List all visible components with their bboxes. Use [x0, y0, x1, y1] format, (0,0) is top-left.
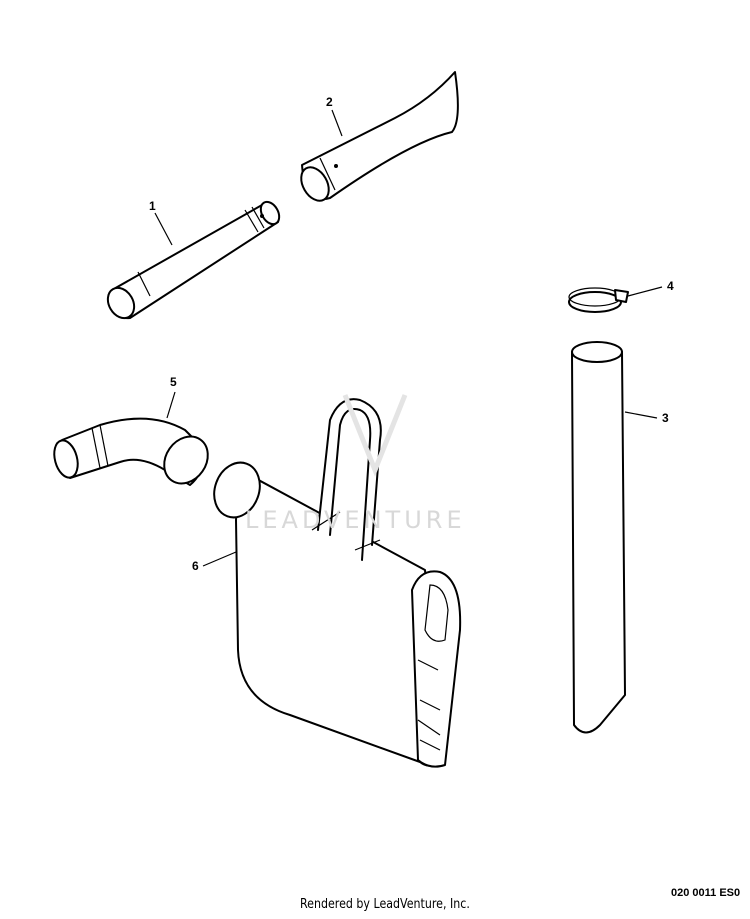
drawing-code: 020 0011 ES0 [671, 887, 741, 899]
svg-text:6: 6 [192, 559, 199, 573]
watermark-text: LEADVENTURE [245, 506, 466, 534]
svg-text:5: 5 [170, 375, 177, 389]
callout-3: 3 [624, 411, 669, 425]
footer-credit: Rendered by LeadVenture, Inc. [300, 897, 470, 912]
part-6-collection-bag[interactable] [207, 398, 462, 768]
part-3-long-tube[interactable] [571, 341, 626, 734]
svg-text:2: 2 [326, 95, 333, 109]
callout-6: 6 [192, 551, 237, 573]
part-4-hose-clamp[interactable] [568, 287, 629, 313]
svg-text:1: 1 [149, 199, 156, 213]
svg-text:4: 4 [667, 279, 674, 293]
callout-1: 1 [149, 199, 173, 246]
part-2-nozzle[interactable] [296, 71, 459, 206]
svg-text:3: 3 [662, 411, 669, 425]
part-1-blower-tube[interactable] [103, 199, 283, 323]
callout-5: 5 [166, 375, 177, 419]
part-5-elbow[interactable] [50, 417, 216, 492]
leadventure-watermark: LEADVENTURE [245, 394, 466, 534]
callout-2: 2 [326, 95, 343, 137]
callout-4: 4 [627, 279, 674, 297]
